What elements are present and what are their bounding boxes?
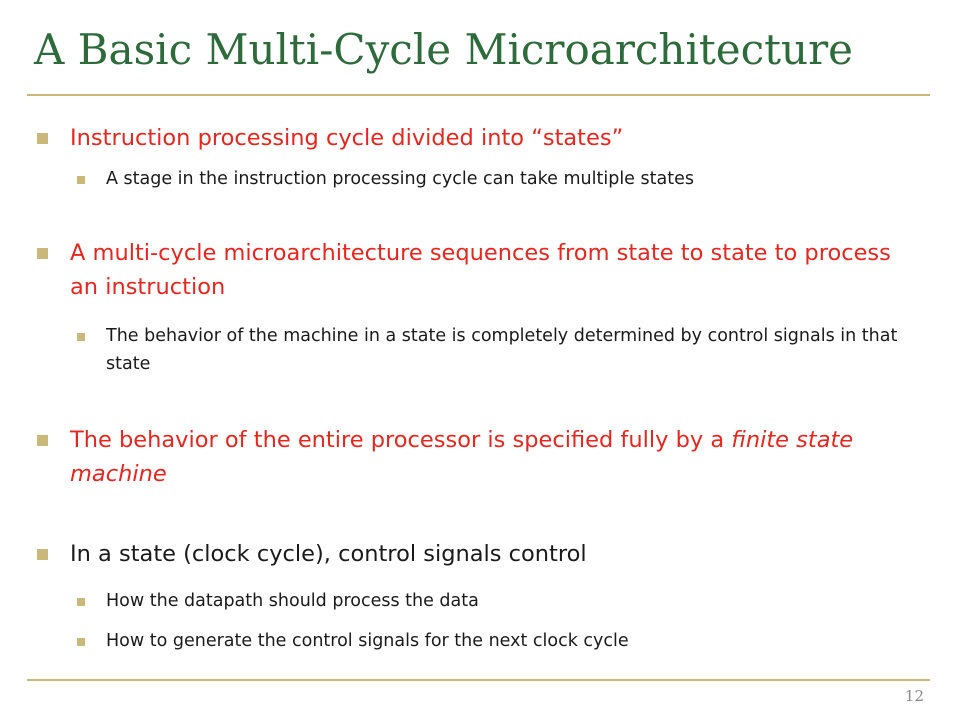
bullet-italic-term: finite state machine bbox=[70, 427, 854, 487]
bullet-control-signals: In a state (clock cycle), control signal… bbox=[37, 537, 900, 571]
page-number: 12 bbox=[904, 687, 924, 705]
sub-bullet-datapath: How the datapath should process the data bbox=[77, 587, 906, 615]
bullet-text: How to generate the control signals for … bbox=[106, 631, 629, 651]
bullet-text: Instruction processing cycle divided int… bbox=[70, 125, 624, 151]
square-bullet-icon bbox=[77, 333, 85, 341]
square-bullet-icon bbox=[77, 598, 85, 606]
bullet-text: The behavior of the entire processor is … bbox=[70, 427, 725, 453]
square-bullet-icon bbox=[37, 133, 48, 144]
square-bullet-icon bbox=[77, 176, 85, 184]
bullet-multi-cycle-sequences: A multi-cycle microarchitecture sequence… bbox=[37, 236, 900, 304]
bullet-text: A multi-cycle microarchitecture sequence… bbox=[70, 240, 891, 300]
slide-title: A Basic Multi-Cycle Microarchitecture bbox=[34, 25, 854, 74]
sub-bullet-next-cycle: How to generate the control signals for … bbox=[77, 627, 906, 655]
square-bullet-icon bbox=[37, 248, 48, 259]
sub-bullet-stage-multiple-states: A stage in the instruction processing cy… bbox=[77, 165, 906, 193]
square-bullet-icon bbox=[77, 638, 85, 646]
bullet-text: The behavior of the machine in a state i… bbox=[106, 326, 898, 374]
bullet-text: A stage in the instruction processing cy… bbox=[106, 169, 694, 189]
footer-divider bbox=[27, 679, 930, 681]
square-bullet-icon bbox=[37, 435, 48, 446]
bullet-text: How the datapath should process the data bbox=[106, 591, 479, 611]
sub-bullet-machine-behavior: The behavior of the machine in a state i… bbox=[77, 322, 906, 378]
bullet-instruction-processing-states: Instruction processing cycle divided int… bbox=[37, 121, 900, 155]
title-divider bbox=[27, 94, 930, 96]
square-bullet-icon bbox=[37, 549, 48, 560]
bullet-finite-state-machine: The behavior of the entire processor is … bbox=[37, 423, 900, 491]
bullet-text: In a state (clock cycle), control signal… bbox=[70, 541, 587, 567]
